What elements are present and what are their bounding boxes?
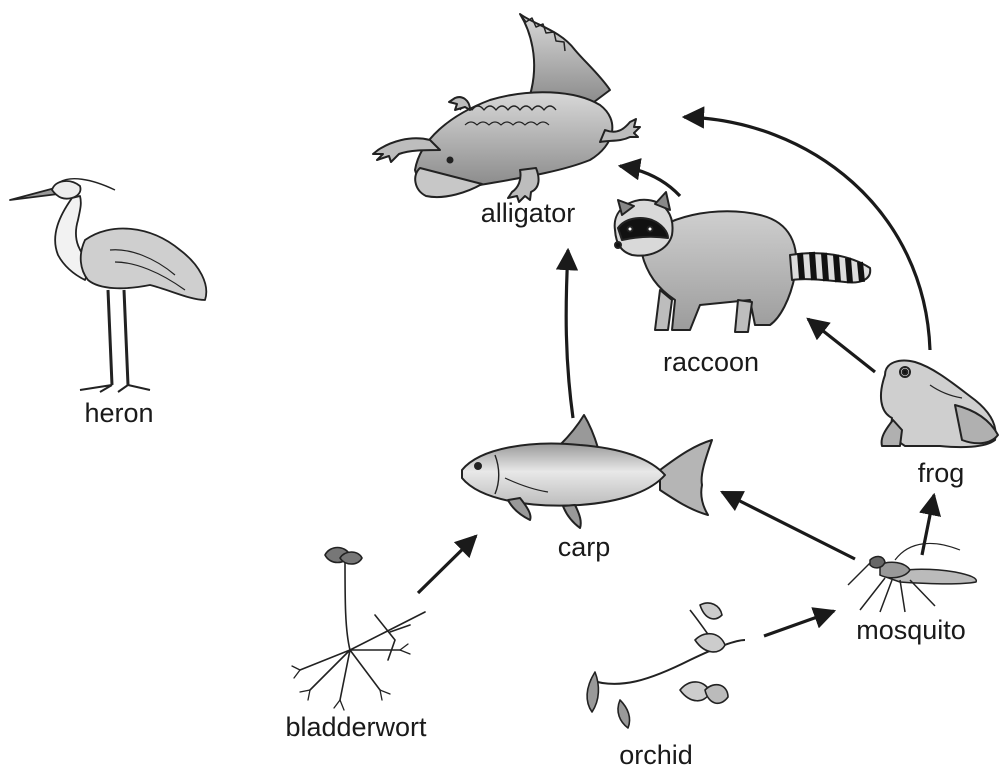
arrow-raccoon-to-alligator xyxy=(620,166,680,196)
label-heron: heron xyxy=(84,398,153,428)
heron-illustration xyxy=(10,179,206,392)
frog-illustration xyxy=(881,361,998,448)
label-carp: carp xyxy=(558,532,611,562)
label-frog: frog xyxy=(918,458,965,488)
arrow-bladderwort-to-carp xyxy=(418,536,476,593)
bladderwort-illustration xyxy=(292,548,425,711)
label-bladderwort: bladderwort xyxy=(285,712,427,742)
arrow-mosquito-to-carp xyxy=(722,492,855,559)
arrow-frog-to-raccoon xyxy=(808,319,875,372)
orchid-illustration xyxy=(587,603,745,728)
arrow-mosquito-to-frog xyxy=(922,495,934,555)
label-mosquito: mosquito xyxy=(856,615,966,645)
arrow-carp-to-alligator xyxy=(566,250,573,418)
raccoon-illustration xyxy=(615,192,871,332)
label-raccoon: raccoon xyxy=(663,347,759,377)
mosquito-illustration xyxy=(848,543,976,612)
label-orchid: orchid xyxy=(619,740,693,769)
label-alligator: alligator xyxy=(481,198,576,228)
arrow-orchid-to-mosquito xyxy=(764,611,834,636)
alligator-illustration xyxy=(373,14,640,202)
carp-illustration xyxy=(462,415,712,528)
